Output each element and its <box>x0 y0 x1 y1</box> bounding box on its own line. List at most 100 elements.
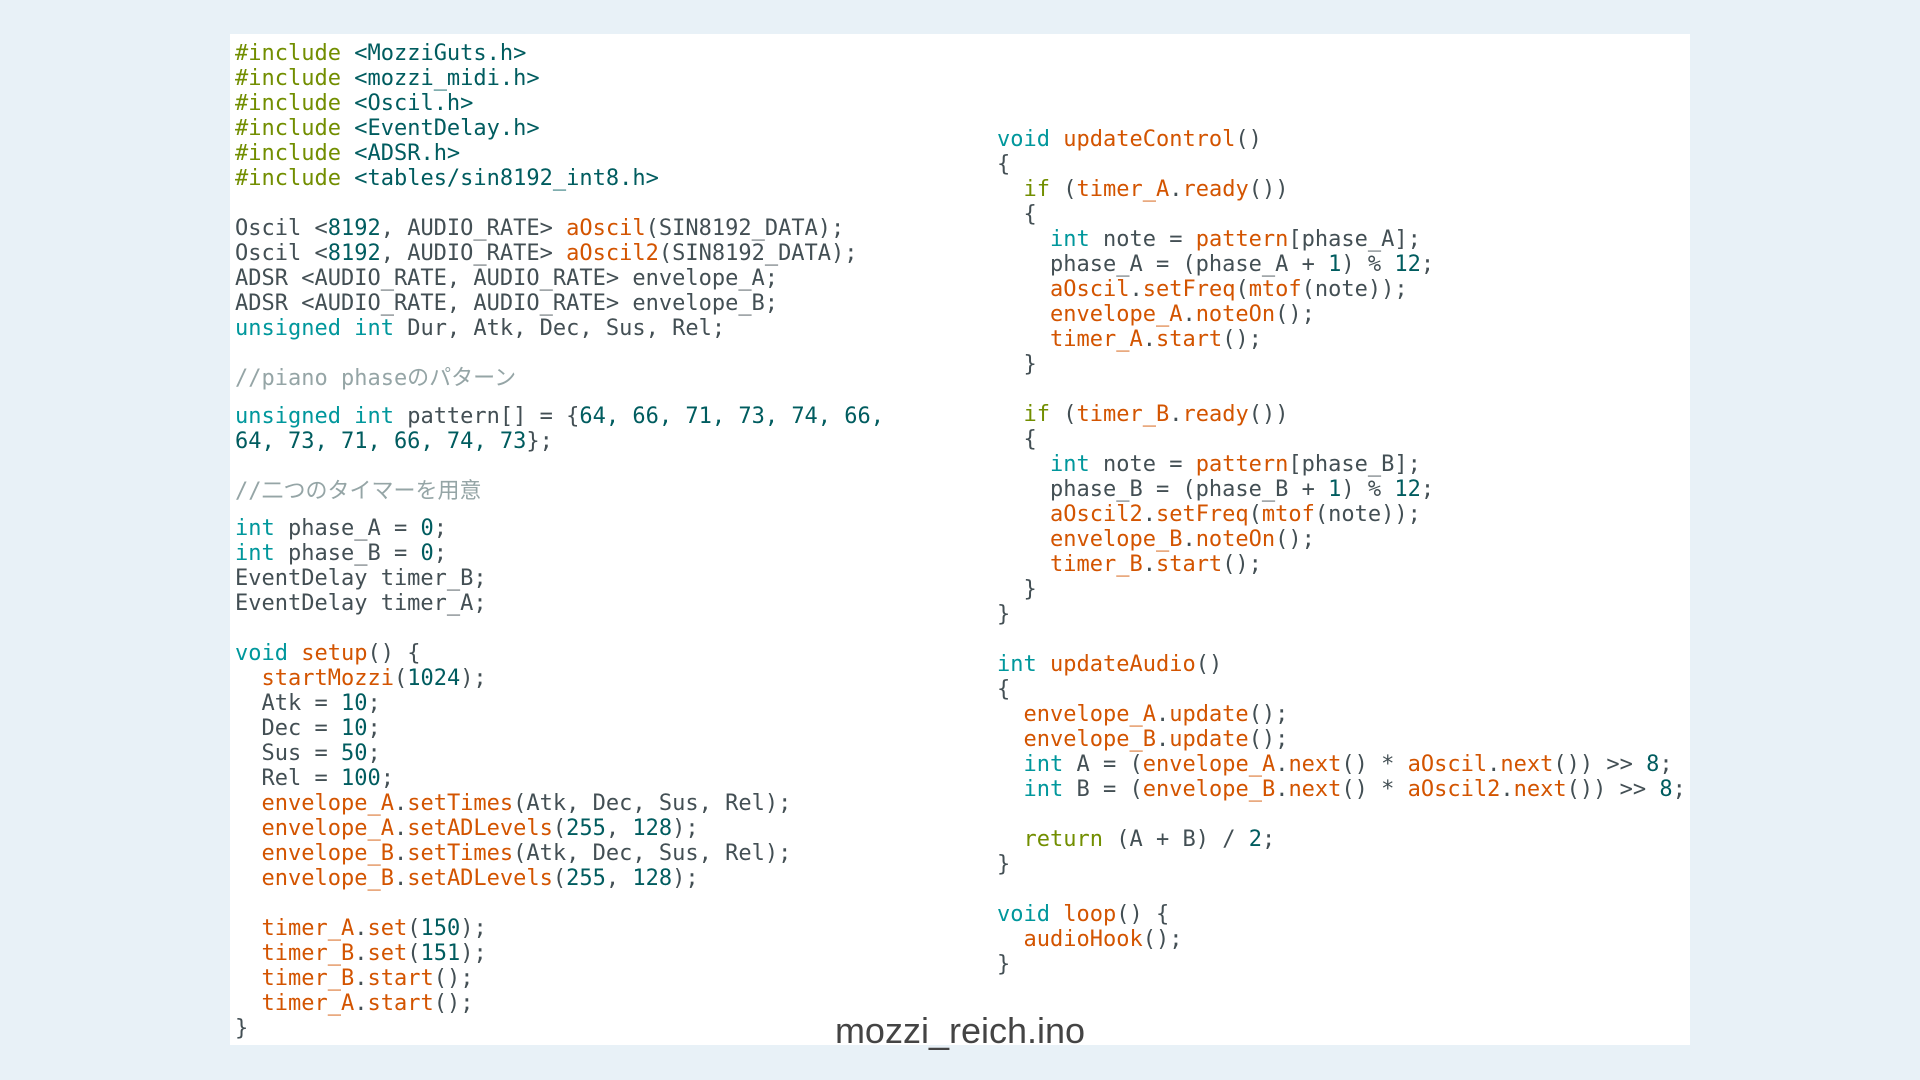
code-line: { <box>997 427 1686 452</box>
code-function: timer_A <box>1049 327 1143 352</box>
code-preprocessor: #include <box>235 166 341 191</box>
code-function: next <box>1500 752 1554 777</box>
code-function: noteOn <box>1195 527 1276 552</box>
code-keyword: int <box>1049 227 1090 252</box>
code-text: (); <box>1275 302 1315 327</box>
code-number: 12 <box>1394 252 1421 277</box>
code-line <box>997 627 1686 652</box>
code-line: //二つのタイマーを用意 <box>235 479 884 504</box>
code-function: setADLevels <box>407 816 553 841</box>
code-text: ; <box>1659 752 1673 777</box>
code-text <box>235 916 262 941</box>
code-text: . <box>1275 752 1289 777</box>
code-line: aOscil.setFreq(mtof(note)); <box>997 277 1686 302</box>
code-text: . <box>393 816 408 841</box>
code-number: 128 <box>632 816 673 841</box>
code-line: envelope_B.setADLevels(255, 128); <box>235 866 884 891</box>
code-number: 255 <box>566 816 606 841</box>
code-number: 255 <box>566 866 606 891</box>
code-text: , AUDIO_RATE> <box>380 241 567 266</box>
code-line: envelope_B.noteOn(); <box>997 527 1686 552</box>
code-text: . <box>1142 552 1156 577</box>
code-line: int phase_B = 0; <box>235 541 884 566</box>
code-text: ); <box>672 816 699 841</box>
code-line <box>235 391 884 404</box>
code-function: updateControl <box>1063 127 1236 152</box>
code-line: 64, 73, 71, 66, 74, 73}; <box>235 429 884 454</box>
code-function: next <box>1513 777 1567 802</box>
code-text <box>997 227 1050 252</box>
code-text: . <box>1275 777 1289 802</box>
code-text: . <box>1142 502 1156 527</box>
code-text: (note)); <box>1314 502 1421 527</box>
code-function: start <box>367 966 434 991</box>
code-line: } <box>997 852 1686 877</box>
code-text: ) % <box>1341 477 1395 502</box>
code-text: phase_A = <box>274 516 421 541</box>
code-text: EventDelay timer_A; <box>235 591 487 616</box>
code-text <box>997 827 1024 852</box>
code-function: envelope_B <box>261 866 394 891</box>
code-text <box>235 791 262 816</box>
code-text: } <box>997 577 1037 602</box>
code-text: . <box>1155 727 1170 752</box>
code-line: } <box>997 952 1686 977</box>
code-function: aOscil2 <box>1407 777 1501 802</box>
code-line: unsigned int Dur, Atk, Dec, Sus, Rel; <box>235 316 884 341</box>
code-text: ( <box>1050 177 1077 202</box>
code-text <box>997 302 1050 327</box>
code-text: (); <box>1275 527 1315 552</box>
code-function: start <box>367 991 434 1016</box>
code-line: } <box>235 1016 884 1041</box>
code-number: 0 <box>420 516 434 541</box>
code-text <box>235 941 262 966</box>
code-line: } <box>997 577 1686 602</box>
code-line: #include <mozzi_midi.h> <box>235 66 884 91</box>
code-text: ( <box>1248 502 1262 527</box>
code-text: () * <box>1341 752 1408 777</box>
code-function: timer_B <box>261 966 355 991</box>
code-function: envelope_A <box>1049 302 1183 327</box>
code-number: 12 <box>1394 477 1421 502</box>
code-text: ()) <box>1248 177 1289 202</box>
code-line: int note = pattern[phase_B]; <box>997 452 1686 477</box>
code-header-name: <mozzi_midi.h> <box>354 66 540 91</box>
code-text: ); <box>672 866 699 891</box>
code-line: #include <MozziGuts.h> <box>235 41 884 66</box>
code-keyword: void <box>997 127 1050 152</box>
code-text: } <box>997 852 1011 877</box>
code-text <box>235 816 262 841</box>
code-number: 8 <box>1646 752 1660 777</box>
code-text: ; <box>367 741 381 766</box>
code-number: 10 <box>340 716 368 741</box>
code-line: if (timer_B.ready()) <box>997 402 1686 427</box>
code-text <box>341 141 354 166</box>
code-text: . <box>354 991 368 1016</box>
code-text <box>341 41 354 66</box>
code-line: EventDelay timer_A; <box>235 591 884 616</box>
code-text: Sus = <box>235 741 341 766</box>
code-text <box>997 452 1050 477</box>
code-header-name: <tables/sin8192_int8.h> <box>354 166 659 191</box>
code-text: . <box>393 866 408 891</box>
code-line <box>997 802 1686 827</box>
code-line: phase_B = (phase_B + 1) % 12; <box>997 477 1686 502</box>
code-function: start <box>1155 552 1223 577</box>
code-function: setFreq <box>1142 277 1236 302</box>
code-text: . <box>1182 527 1196 552</box>
code-line: Sus = 50; <box>235 741 884 766</box>
code-function: envelope_A <box>1023 702 1156 727</box>
code-text: phase_B = (phase_B + <box>997 477 1329 502</box>
code-text: (Atk, Dec, Sus, Rel); <box>513 841 792 866</box>
code-text: ; <box>1420 477 1435 502</box>
code-text: (); <box>433 966 474 991</box>
code-text <box>235 666 262 691</box>
code-text: ; <box>367 716 381 741</box>
code-text <box>341 166 354 191</box>
code-function: timer_B <box>1049 552 1143 577</box>
code-line: int updateAudio() <box>997 652 1686 677</box>
code-text: ; <box>1672 777 1686 802</box>
code-line: audioHook(); <box>997 927 1686 952</box>
code-text: ( <box>407 916 421 941</box>
code-text: , <box>605 866 633 891</box>
